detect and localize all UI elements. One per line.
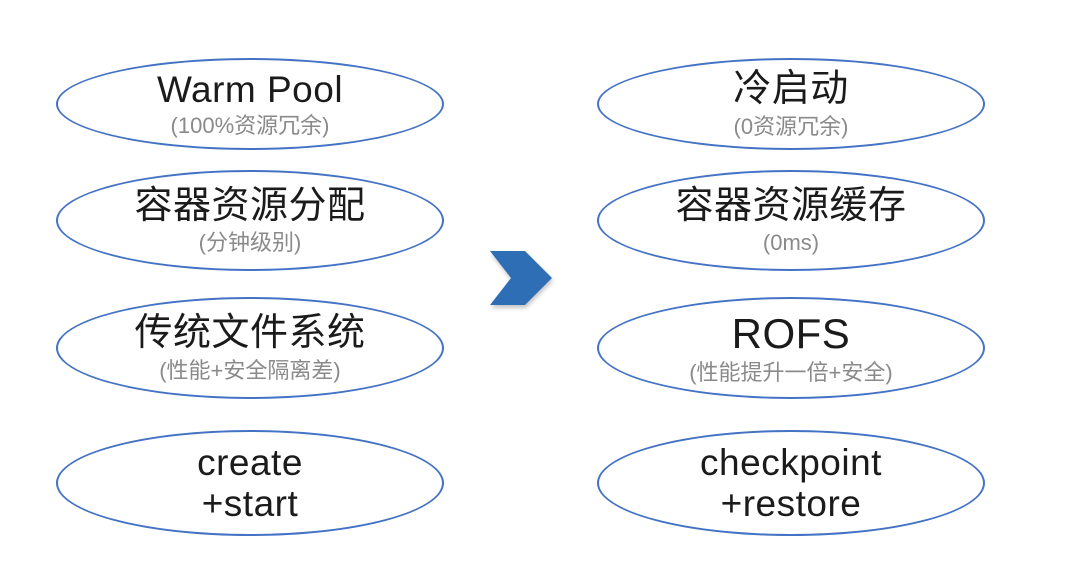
node-container-resource-allocation: 容器资源分配 (分钟级别) bbox=[56, 170, 444, 271]
node-subtitle: (0资源冗余) bbox=[733, 113, 849, 139]
node-subtitle: (性能提升一倍+安全) bbox=[689, 359, 893, 385]
node-title: 传统文件系统 bbox=[134, 312, 366, 355]
node-create-start: create +start bbox=[56, 430, 444, 536]
node-subtitle: (0ms) bbox=[762, 230, 820, 256]
node-rofs: ROFS (性能提升一倍+安全) bbox=[597, 297, 985, 399]
node-title-line2: +start bbox=[201, 483, 299, 524]
node-title: Warm Pool bbox=[156, 68, 344, 110]
node-title: 容器资源缓存 bbox=[675, 184, 907, 227]
node-warm-pool: Warm Pool (100%资源冗余) bbox=[56, 58, 444, 150]
node-title-line1: create bbox=[197, 441, 303, 483]
node-title-line1: checkpoint bbox=[700, 441, 882, 483]
node-subtitle: (分钟级别) bbox=[198, 230, 302, 256]
node-title: 冷启动 bbox=[733, 68, 849, 111]
node-cold-start: 冷启动 (0资源冗余) bbox=[597, 58, 985, 150]
node-subtitle: (100%资源冗余) bbox=[170, 113, 330, 139]
chevron-right-shape bbox=[490, 251, 552, 305]
node-title-line2: +restore bbox=[720, 483, 862, 524]
node-subtitle: (性能+安全隔离差) bbox=[159, 357, 341, 383]
node-title: ROFS bbox=[731, 309, 851, 357]
chevron-right-icon bbox=[490, 251, 552, 305]
node-checkpoint-restore: checkpoint +restore bbox=[597, 430, 985, 536]
node-container-resource-cache: 容器资源缓存 (0ms) bbox=[597, 170, 985, 271]
node-title: 容器资源分配 bbox=[134, 184, 366, 227]
node-traditional-filesystem: 传统文件系统 (性能+安全隔离差) bbox=[56, 297, 444, 399]
